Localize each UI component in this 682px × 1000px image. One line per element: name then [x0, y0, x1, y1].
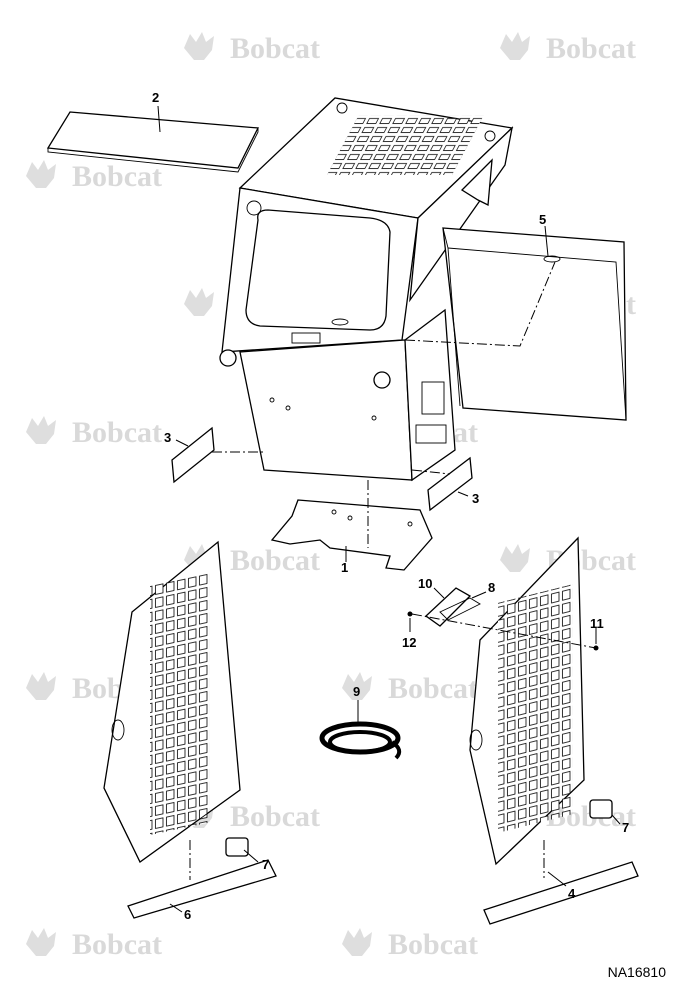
svg-text:7: 7 — [622, 820, 629, 835]
watermark-text: Bobcat — [230, 32, 320, 65]
svg-text:4: 4 — [568, 886, 576, 901]
part-5-strip — [483, 861, 639, 925]
watermark-text: Bobcat — [72, 416, 162, 449]
svg-text:7: 7 — [262, 857, 269, 872]
callout-3-left: 3 — [164, 430, 171, 445]
part-12-bolt — [407, 611, 413, 617]
watermark-text: Bobcat — [230, 800, 320, 833]
watermark-text: Bobcat — [72, 160, 162, 193]
part-1-floor-plate — [270, 499, 433, 571]
svg-text:3: 3 — [472, 491, 479, 506]
part-6-strip — [127, 859, 277, 919]
watermark: Bobcat — [26, 416, 162, 449]
svg-text:12: 12 — [402, 635, 416, 650]
watermark: Bobcat — [184, 544, 320, 577]
svg-text:Bobcat: Bobcat — [230, 800, 320, 833]
drawing-number: NA16810 — [607, 964, 666, 980]
part-7-foot-right — [589, 799, 613, 819]
watermark: Bobcat — [184, 800, 320, 833]
svg-text:Bobcat: Bobcat — [230, 32, 320, 65]
part-4-rear-panel — [442, 227, 627, 421]
watermark-text: Bobcat — [388, 672, 478, 705]
callout-8: 8 — [488, 580, 495, 595]
callout-11: 11 — [590, 616, 604, 631]
callout-10: 10 — [418, 576, 432, 591]
part-7-foot-left — [225, 837, 249, 857]
watermark: Bobcat — [184, 32, 320, 65]
svg-text:5: 5 — [539, 212, 546, 227]
watermark-text: Bobcat — [546, 32, 636, 65]
part-10-bracket — [424, 587, 472, 627]
cab-frame — [219, 97, 514, 482]
svg-text:11: 11 — [590, 616, 604, 631]
svg-text:6: 6 — [184, 907, 191, 922]
callout-7-right: 7 — [622, 820, 629, 835]
watermark: Bobcat — [500, 32, 636, 65]
part-2-roof-pad — [46, 111, 260, 173]
svg-text:Bobcat: Bobcat — [72, 416, 162, 449]
callout-5: 4 — [568, 886, 576, 901]
callout-4: 5 — [539, 212, 546, 227]
watermark: Bobcat — [26, 160, 162, 193]
svg-text:Bobcat: Bobcat — [72, 160, 162, 193]
part-3-pad-right — [427, 456, 473, 512]
svg-text:8: 8 — [488, 580, 495, 595]
watermark-text: Bobcat — [230, 544, 320, 577]
svg-text:Bobcat: Bobcat — [388, 672, 478, 705]
callout-7-left: 7 — [262, 857, 269, 872]
part-8-plate — [439, 597, 481, 621]
part-3-pad-left — [171, 426, 215, 484]
svg-text:Bobcat: Bobcat — [230, 544, 320, 577]
watermark-text: Bobcat — [72, 928, 162, 961]
svg-text:Bobcat: Bobcat — [546, 32, 636, 65]
svg-text:1: 1 — [341, 560, 348, 575]
left-side-screen — [103, 540, 241, 863]
svg-text:Bobcat: Bobcat — [388, 928, 478, 961]
right-side-screen — [469, 536, 585, 866]
callout-12: 12 — [402, 635, 416, 650]
watermark-text: Bobcat — [388, 928, 478, 961]
svg-text:3: 3 — [164, 430, 171, 445]
watermark: Bobcat — [342, 928, 478, 961]
callout-9: 9 — [353, 684, 360, 699]
svg-text:10: 10 — [418, 576, 432, 591]
part-9-seal-coil — [319, 721, 402, 760]
callout-6: 6 — [184, 907, 191, 922]
callout-3-right: 3 — [472, 491, 479, 506]
callout-2: 2 — [152, 90, 159, 105]
svg-text:Bobcat: Bobcat — [72, 928, 162, 961]
watermark: Bobcat — [26, 928, 162, 961]
svg-text:9: 9 — [353, 684, 360, 699]
watermark: Bobcat — [342, 672, 478, 705]
callouts: 2 5 3 3 1 10 8 12 11 9 7 7 6 4 — [152, 90, 629, 922]
callout-1: 1 — [341, 560, 348, 575]
svg-text:2: 2 — [152, 90, 159, 105]
